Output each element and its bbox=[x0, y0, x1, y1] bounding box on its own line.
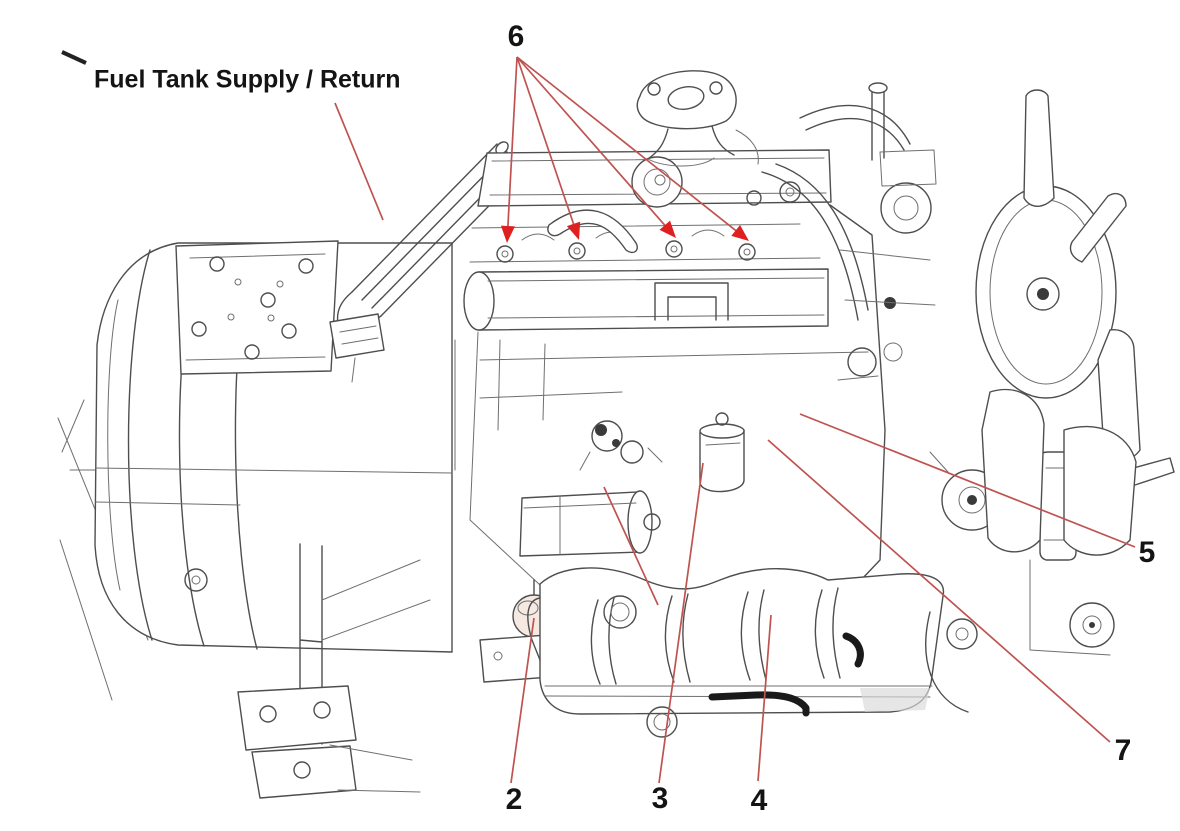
valve-cover bbox=[477, 149, 832, 208]
black-hose bbox=[708, 691, 810, 717]
callout-7-label: 7 bbox=[1114, 734, 1132, 767]
leader-line-6 bbox=[506, 56, 518, 233]
callout-4-label: 4 bbox=[750, 784, 768, 817]
starter-motor bbox=[519, 490, 661, 557]
leader-line-5 bbox=[799, 413, 1136, 548]
leader-line-3 bbox=[658, 462, 704, 784]
breather-hose bbox=[547, 209, 638, 254]
callout-6-label: 6 bbox=[507, 20, 525, 53]
stray-mark bbox=[61, 50, 87, 65]
leader-line-2 bbox=[510, 617, 535, 784]
exhaust-flange bbox=[636, 70, 759, 167]
callout-5-label: 5 bbox=[1138, 536, 1156, 569]
leader-line-fuel-tank-supply-return bbox=[334, 102, 384, 221]
callout-6-arrowhead bbox=[731, 224, 749, 241]
leader-line-6 bbox=[516, 56, 577, 231]
callout-6-arrowhead bbox=[659, 220, 676, 238]
leader-line-6 bbox=[516, 56, 670, 231]
intake-manifold bbox=[463, 268, 829, 331]
cooling-fan bbox=[975, 89, 1175, 556]
oil-pan bbox=[527, 567, 945, 738]
callout-3-label: 3 bbox=[651, 782, 669, 815]
engine-block bbox=[454, 204, 886, 601]
injector-row bbox=[469, 223, 821, 263]
top-mounting-plate bbox=[175, 240, 339, 375]
leader-line-4 bbox=[757, 614, 772, 782]
callout-6-arrowhead bbox=[500, 225, 515, 243]
injection-pump bbox=[579, 297, 896, 471]
leader-line-3 bbox=[603, 486, 659, 606]
front-mounting-bracket bbox=[237, 543, 431, 799]
pan-shadow bbox=[860, 688, 930, 712]
leader-line-6 bbox=[516, 56, 742, 236]
callout-6-arrowhead bbox=[566, 221, 581, 240]
callout-2-label: 2 bbox=[505, 783, 523, 816]
fuel-tank-supply-return-label: Fuel Tank Supply / Return bbox=[94, 65, 401, 94]
leader-line-7 bbox=[767, 439, 1111, 743]
